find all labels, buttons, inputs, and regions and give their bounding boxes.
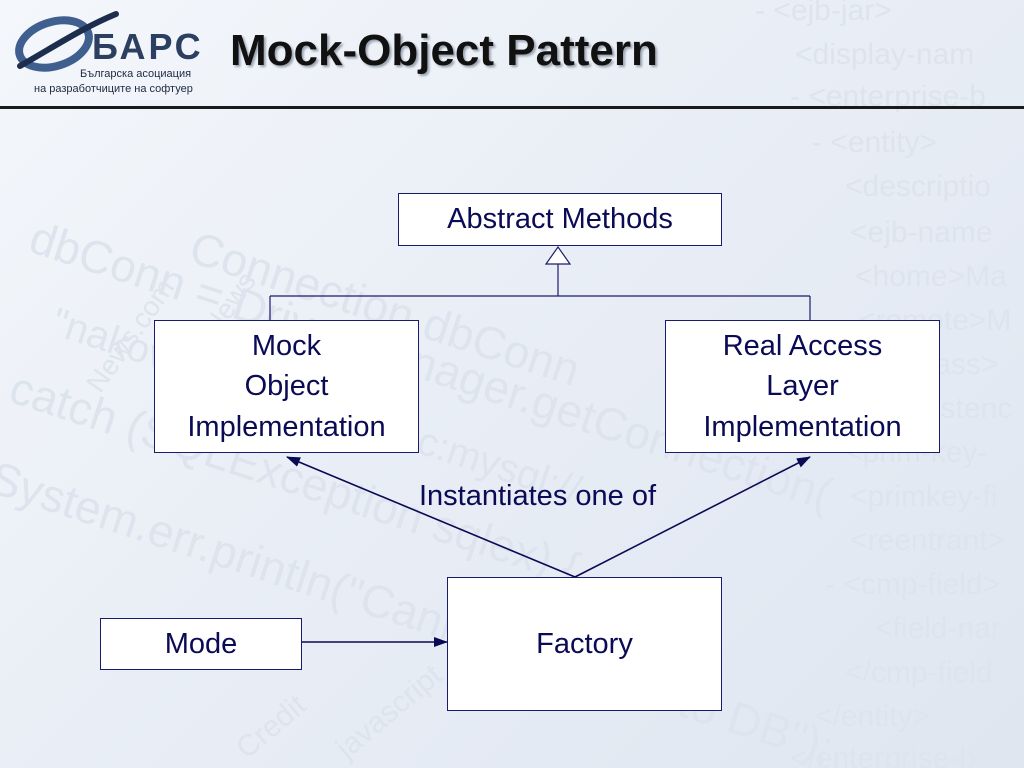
abstract-methods-label: Abstract Methods bbox=[447, 203, 673, 236]
mock-label-line3: Implementation bbox=[187, 410, 386, 443]
inheritance-connector bbox=[269, 264, 811, 320]
logo-wordmark: БАРС bbox=[92, 26, 204, 67]
abstract-methods-box: Abstract Methods bbox=[398, 193, 722, 246]
header-divider bbox=[0, 106, 1024, 109]
logo: БАРС Българска асоциация на разработчици… bbox=[12, 8, 212, 98]
mock-label-line1: Mock bbox=[251, 329, 322, 362]
slide-header: БАРС Българска асоциация на разработчици… bbox=[0, 0, 1024, 109]
factory-box: Factory bbox=[447, 577, 722, 711]
logo-subtitle-line1: Българска асоциация bbox=[80, 68, 192, 80]
inheritance-triangle-icon bbox=[544, 245, 572, 265]
factory-label: Factory bbox=[536, 627, 633, 660]
page-title: Mock-Object Pattern bbox=[230, 26, 658, 75]
mode-label: Mode bbox=[164, 627, 238, 660]
real-label-line1: Real Access bbox=[722, 329, 883, 362]
real-label-line3: Implementation bbox=[703, 410, 902, 443]
mock-object-implementation-box: Mock Object Implementation bbox=[154, 320, 419, 453]
mode-box: Mode bbox=[100, 618, 302, 670]
instantiates-label: Instantiates one of bbox=[419, 480, 656, 512]
mock-label-line2: Object bbox=[244, 370, 329, 403]
logo-subtitle-line2: на разработчиците на софтуер bbox=[34, 83, 193, 95]
real-access-layer-box: Real Access Layer Implementation bbox=[665, 320, 940, 453]
real-label-line2: Layer bbox=[766, 370, 839, 403]
logo-swoosh-icon bbox=[15, 11, 119, 72]
arrow-factory-to-real bbox=[574, 456, 811, 578]
arrow-factory-to-mock bbox=[286, 456, 576, 578]
